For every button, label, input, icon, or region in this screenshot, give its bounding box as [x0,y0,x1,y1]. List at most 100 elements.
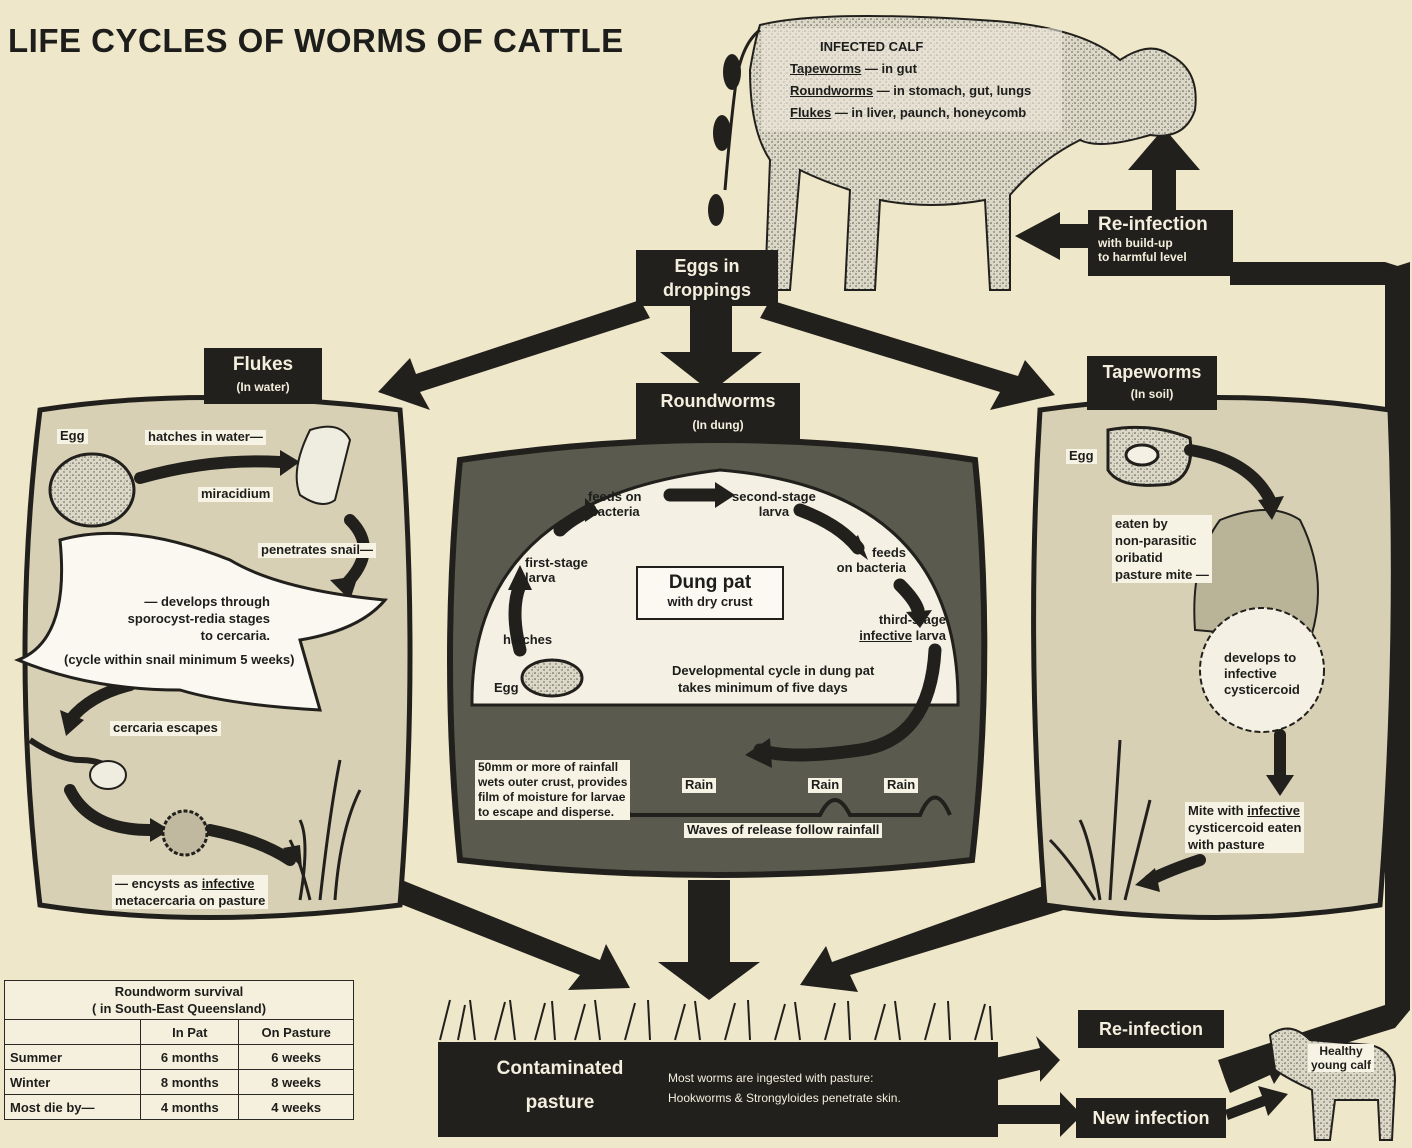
pasture-note-2: Hookworms & Strongyloides penetrate skin… [668,1088,901,1108]
right-return-top [1230,262,1410,285]
survival-cell: 8 weeks [239,1070,354,1095]
arrow-to-healthy-calf-2 [1225,1086,1288,1120]
fluke-hatches-label: hatches in water— [145,430,266,445]
tw-mite-line2: cysticercoid eaten [1188,819,1301,836]
eggs-line2: droppings [636,278,778,302]
rw-waves-label: Waves of release follow rainfall [684,823,882,838]
survival-cell: Winter [5,1070,141,1095]
rw-feeds1-line2: bacteria [588,504,641,519]
rw-feeds2-line2: on bacteria [824,560,906,575]
survival-table-title: Roundworm survival ( in South-East Queen… [5,981,354,1020]
calf-flukes-text: — in liver, paunch, honeycomb [835,105,1026,120]
arrow-tapeworms-to-pasture [800,880,1070,992]
pasture-title-1: Contaminated [470,1052,650,1086]
arrow-to-new-infection [998,1092,1082,1137]
fluke-encysts-infective: infective [202,876,255,891]
tapeworms-subtitle: (In soil) [1087,387,1217,401]
roundworm-survival-table: Roundworm survival ( in South-East Queen… [4,980,354,1120]
reinfection-top-line1: with build-up [1098,236,1233,250]
tw-dev-line2: infective [1224,666,1300,682]
tw-eaten-line1: eaten by [1115,515,1209,532]
fluke-cycle-label: (cycle within snail minimum 5 weeks) [64,652,294,667]
survival-col-2: On Pasture [239,1020,354,1045]
tapeworms-title: Tapeworms [1087,362,1217,383]
tw-dev-label: develops to infective cysticercoid [1224,650,1300,698]
survival-col-1: In Pat [141,1020,239,1045]
survival-title-1: Roundworm survival [10,983,348,1000]
rw-dev-line2: takes minimum of five days [672,679,874,696]
rw-third-infective: infective [859,628,912,643]
dung-pat-title: Dung pat [638,572,782,594]
fluke-egg-label: Egg [57,429,88,444]
arrow-roundworms-to-pasture [658,880,760,1000]
reinfection-top-line2: to harmful level [1098,250,1233,264]
rw-rain-note-2: wets outer crust, provides [478,775,627,790]
rw-first-line1: first-stage [525,555,588,570]
pasture-grass-icon [440,1000,992,1040]
calf-tapeworms-text: — in gut [865,61,917,76]
rw-feeds2-label: feeds on bacteria [840,545,906,575]
rw-second-line2: larva [732,504,816,519]
survival-cell: 8 months [141,1070,239,1095]
arrow-to-tapeworms [760,300,1055,410]
tw-mite-infective: infective [1247,803,1300,818]
metacercaria-icon [163,811,207,855]
rw-second-line1: second-stage [732,489,816,504]
fluke-cercaria-label: cercaria escapes [110,721,221,736]
rw-feeds1-line1: feeds on [588,489,641,504]
rw-third-label: third-stage infective larva [846,612,946,644]
survival-cell: 4 months [141,1095,239,1120]
survival-header-row: In Pat On Pasture [5,1020,354,1045]
rw-hatches-label: hatches [503,632,552,647]
pasture-note: Most worms are ingested with pasture: Ho… [668,1068,901,1108]
reinfection-bottom-box: Re-infection [1078,1010,1224,1048]
survival-col-0 [5,1020,141,1045]
fluke-develops-line3: to cercaria. [98,627,270,644]
fluke-penetrates-label: penetrates snail— [258,543,376,558]
pasture-title-2: pasture [470,1086,650,1120]
fluke-develops-line1: — develops through [98,593,270,610]
calf-info: INFECTED CALF Tapeworms — in gut Roundwo… [790,36,1031,124]
tw-eaten-label: eaten by non-parasitic oribatid pasture … [1112,515,1212,583]
table-row: Most die by— 4 months 4 weeks [5,1095,354,1120]
survival-cell: 4 weeks [239,1095,354,1120]
survival-title-2: ( in South-East Queensland) [10,1000,348,1017]
calf-flukes-name: Flukes [790,105,831,120]
rw-second-label: second-stage larva [732,489,816,519]
calf-roundworms-text: — in stomach, gut, lungs [877,83,1032,98]
tw-egg-label: Egg [1066,449,1097,464]
rw-feeds2-line1: feeds [840,545,906,560]
rw-dev-line1: Developmental cycle in dung pat [672,662,874,679]
rw-feeds1-label: feeds on bacteria [588,489,641,519]
rain-label-3: Rain [884,778,918,793]
rw-egg-label: Egg [494,680,519,695]
tw-dev-line1: develops to [1224,650,1300,666]
tapeworms-header: Tapeworms (In soil) [1087,356,1217,410]
reinfection-top-title: Re-infection [1098,214,1233,236]
fluke-develops-label: — develops through sporocyst-redia stage… [98,593,270,644]
flukes-subtitle: (In water) [204,380,322,394]
tw-mite-line3: with pasture [1188,836,1301,853]
fluke-encysts-line2: metacercaria on pasture [115,892,265,909]
roundworms-title: Roundworms [636,391,800,412]
tw-mite-line1: Mite with [1188,803,1244,818]
survival-cell: 6 months [141,1045,239,1070]
dropping-icons [708,54,741,226]
rw-third-line1: third-stage [846,612,946,628]
fluke-encysts-label: — encysts as infective metacercaria on p… [112,875,268,909]
tw-dev-line3: cysticercoid [1224,682,1300,698]
pasture-title: Contaminated pasture [470,1052,650,1120]
tw-mite-label: Mite with infective cysticercoid eaten w… [1185,802,1304,853]
new-infection-box: New infection [1076,1098,1226,1138]
healthy-calf-label: Healthy young calf [1308,1044,1374,1072]
tw-eaten-line4: pasture mite — [1115,566,1209,583]
calf-roundworms-name: Roundworms [790,83,873,98]
healthy-calf-line2: young calf [1311,1058,1371,1072]
rw-rain-note-4: to escape and disperse. [478,805,627,820]
rw-rain-note-1: 50mm or more of rainfall [478,760,627,775]
rain-label-2: Rain [808,778,842,793]
calf-heading: INFECTED CALF [790,36,1031,58]
roundworms-header: Roundworms (In dung) [636,383,800,441]
flukes-header: Flukes (In water) [204,348,322,404]
survival-cell: 6 weeks [239,1045,354,1070]
